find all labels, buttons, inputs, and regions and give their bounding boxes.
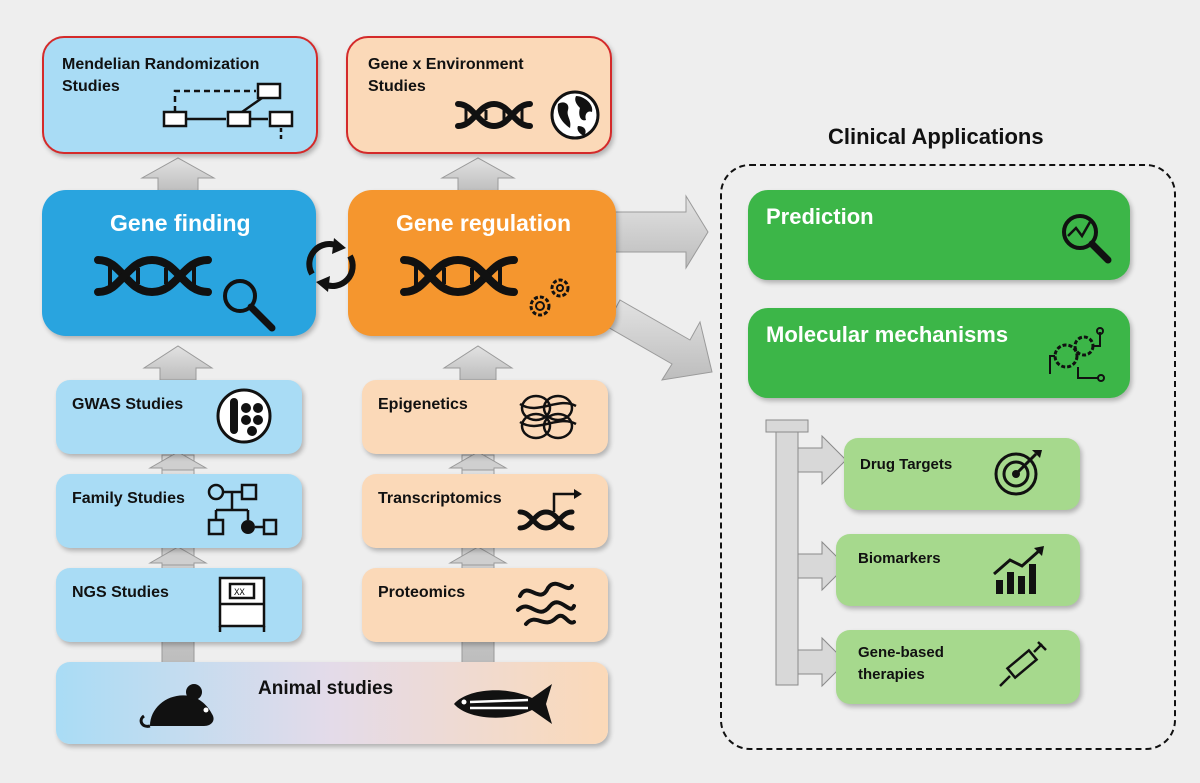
arrow-to-molecular <box>605 299 713 381</box>
gxe-label: Gene x Environment Studies <box>368 56 524 95</box>
sequencer-icon: XX <box>218 576 266 632</box>
magnifier-icon <box>223 279 276 332</box>
drug-targets-label: Drug Targets <box>860 456 953 473</box>
molecular-label: Molecular mechanisms <box>766 322 1009 347</box>
pedigree-icon <box>207 483 278 536</box>
search-chart-icon <box>1062 214 1112 264</box>
up-arrow-gxe <box>440 157 516 193</box>
chromosome-icon <box>216 388 272 444</box>
transcriptomics-box: Transcriptomics <box>362 474 608 548</box>
mendelian-randomization-box: Mendelian Randomization Studies <box>42 36 318 154</box>
gears-icon <box>529 278 570 317</box>
gene-regulation-box: Gene regulation <box>348 190 616 336</box>
ngs-label: NGS Studies <box>72 584 169 601</box>
animal-studies-box: Animal studies <box>56 662 608 744</box>
protein-icon <box>516 581 576 626</box>
dna-icon <box>94 255 212 297</box>
molecular-mechanisms-box: Molecular mechanisms <box>748 308 1130 398</box>
clinical-title: Clinical Applications <box>828 124 1044 149</box>
dna-icon <box>455 100 533 130</box>
up-arrow-mendelian <box>140 157 216 193</box>
mendelian-label: Mendelian Randomization Studies <box>62 56 260 95</box>
gene-therapies-label: Gene-based therapies <box>858 644 944 683</box>
zebrafish-icon <box>454 684 552 724</box>
gene-finding-box: Gene finding <box>42 190 316 336</box>
nucleosome-icon <box>519 394 577 440</box>
biomarkers-box: Biomarkers <box>836 534 1080 606</box>
network-gears-icon <box>1049 327 1105 382</box>
syringe-icon <box>999 641 1047 687</box>
arrow-to-prediction <box>611 194 709 270</box>
biomarkers-label: Biomarkers <box>858 550 941 567</box>
clinical-container <box>720 164 1176 750</box>
transcription-icon <box>517 489 582 531</box>
prediction-box: Prediction <box>748 190 1130 280</box>
gene-based-therapies-box: Gene-based therapies <box>836 630 1080 704</box>
gene-finding-label: Gene finding <box>110 210 251 236</box>
epigenetics-label: Epigenetics <box>378 396 468 413</box>
epigenetics-box: Epigenetics <box>362 380 608 454</box>
dna-icon <box>400 255 518 297</box>
family-label: Family Studies <box>72 490 185 507</box>
proteomics-box: Proteomics <box>362 568 608 642</box>
proteomics-label: Proteomics <box>378 584 466 601</box>
target-icon <box>994 450 1042 496</box>
gwas-box: GWAS Studies <box>56 380 302 454</box>
family-studies-box: Family Studies <box>56 474 302 548</box>
up-arrow-left-core <box>142 345 214 381</box>
gene-regulation-label: Gene regulation <box>396 210 572 236</box>
cycle-arrows-icon <box>306 238 356 292</box>
globe-icon <box>550 90 600 140</box>
mouse-icon <box>139 684 214 728</box>
up-arrow-right-core <box>442 345 514 381</box>
svg-text:XX: XX <box>234 588 245 598</box>
transcriptomics-label: Transcriptomics <box>378 490 502 507</box>
flowchart-icon <box>162 82 294 142</box>
gwas-label: GWAS Studies <box>72 396 184 413</box>
ngs-box: NGS Studies XX <box>56 568 302 642</box>
animal-label: Animal studies <box>258 678 394 699</box>
drug-targets-box: Drug Targets <box>844 438 1080 510</box>
prediction-label: Prediction <box>766 204 874 229</box>
gene-environment-box: Gene x Environment Studies <box>346 36 612 154</box>
bar-chart-icon <box>993 546 1044 594</box>
